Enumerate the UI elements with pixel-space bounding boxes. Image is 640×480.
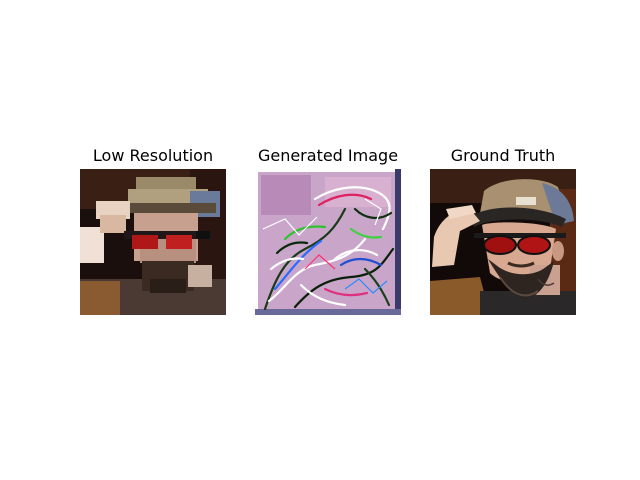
panel-title-generated-image: Generated Image [257,146,399,165]
panel-generated-image: Generated Image [255,143,401,315]
panel-ground-truth: Ground Truth [430,143,576,315]
panel-low-resolution: Low Resolution [80,143,226,315]
generated-image [255,169,401,315]
low-resolution-image [80,169,226,315]
panel-title-low-resolution: Low Resolution [92,146,214,165]
panel-title-ground-truth: Ground Truth [450,146,556,165]
ground-truth-image [430,169,576,315]
